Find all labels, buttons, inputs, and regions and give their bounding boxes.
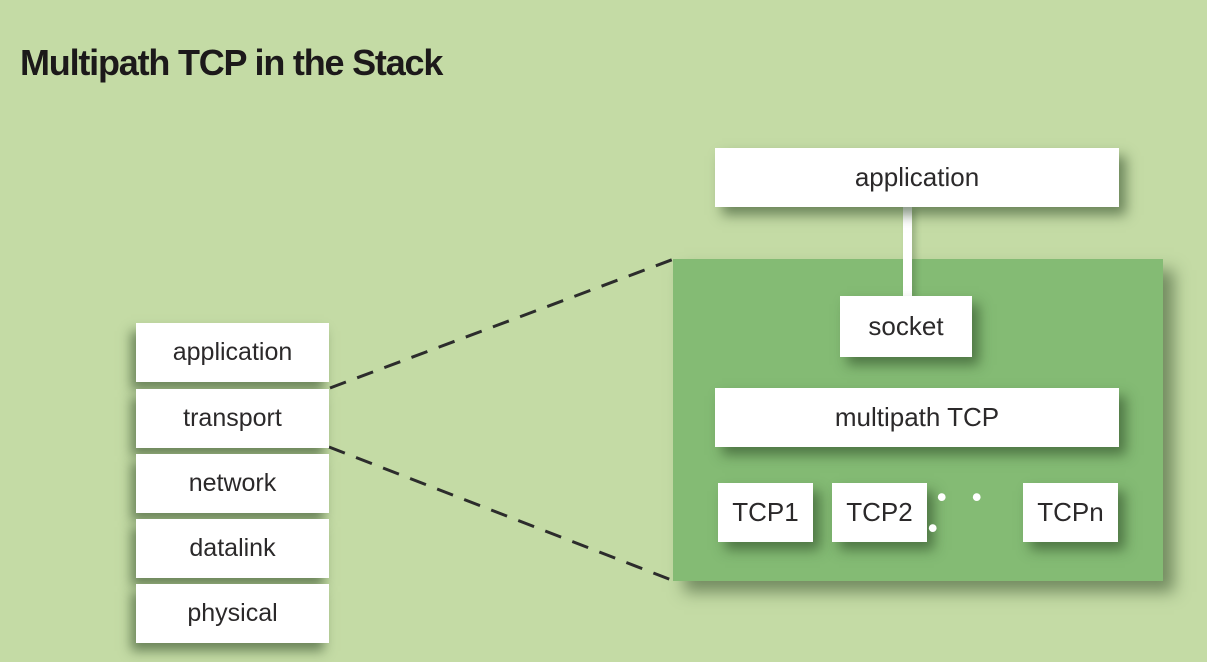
tcp-ellipsis-icon: • • • bbox=[928, 481, 991, 543]
application-socket-connector-line bbox=[903, 207, 912, 297]
callout-line-bottom bbox=[328, 445, 675, 583]
detail-tcp2-box: TCP2 bbox=[832, 483, 927, 542]
callout-line-top bbox=[329, 257, 675, 390]
stack-layer-application: application bbox=[136, 323, 329, 382]
stack-layer-datalink: datalink bbox=[136, 519, 329, 578]
detail-tcp1-box: TCP1 bbox=[718, 483, 813, 542]
detail-tcpn-box: TCPn bbox=[1023, 483, 1118, 542]
stack-layer-transport: transport bbox=[136, 389, 329, 448]
detail-socket-box: socket bbox=[840, 296, 972, 357]
stack-layer-network: network bbox=[136, 454, 329, 513]
detail-multipath-tcp-box: multipath TCP bbox=[715, 388, 1119, 447]
stack-layer-physical: physical bbox=[136, 584, 329, 643]
detail-application-box: application bbox=[715, 148, 1119, 207]
figure-title: Multipath TCP in the Stack bbox=[20, 42, 443, 83]
